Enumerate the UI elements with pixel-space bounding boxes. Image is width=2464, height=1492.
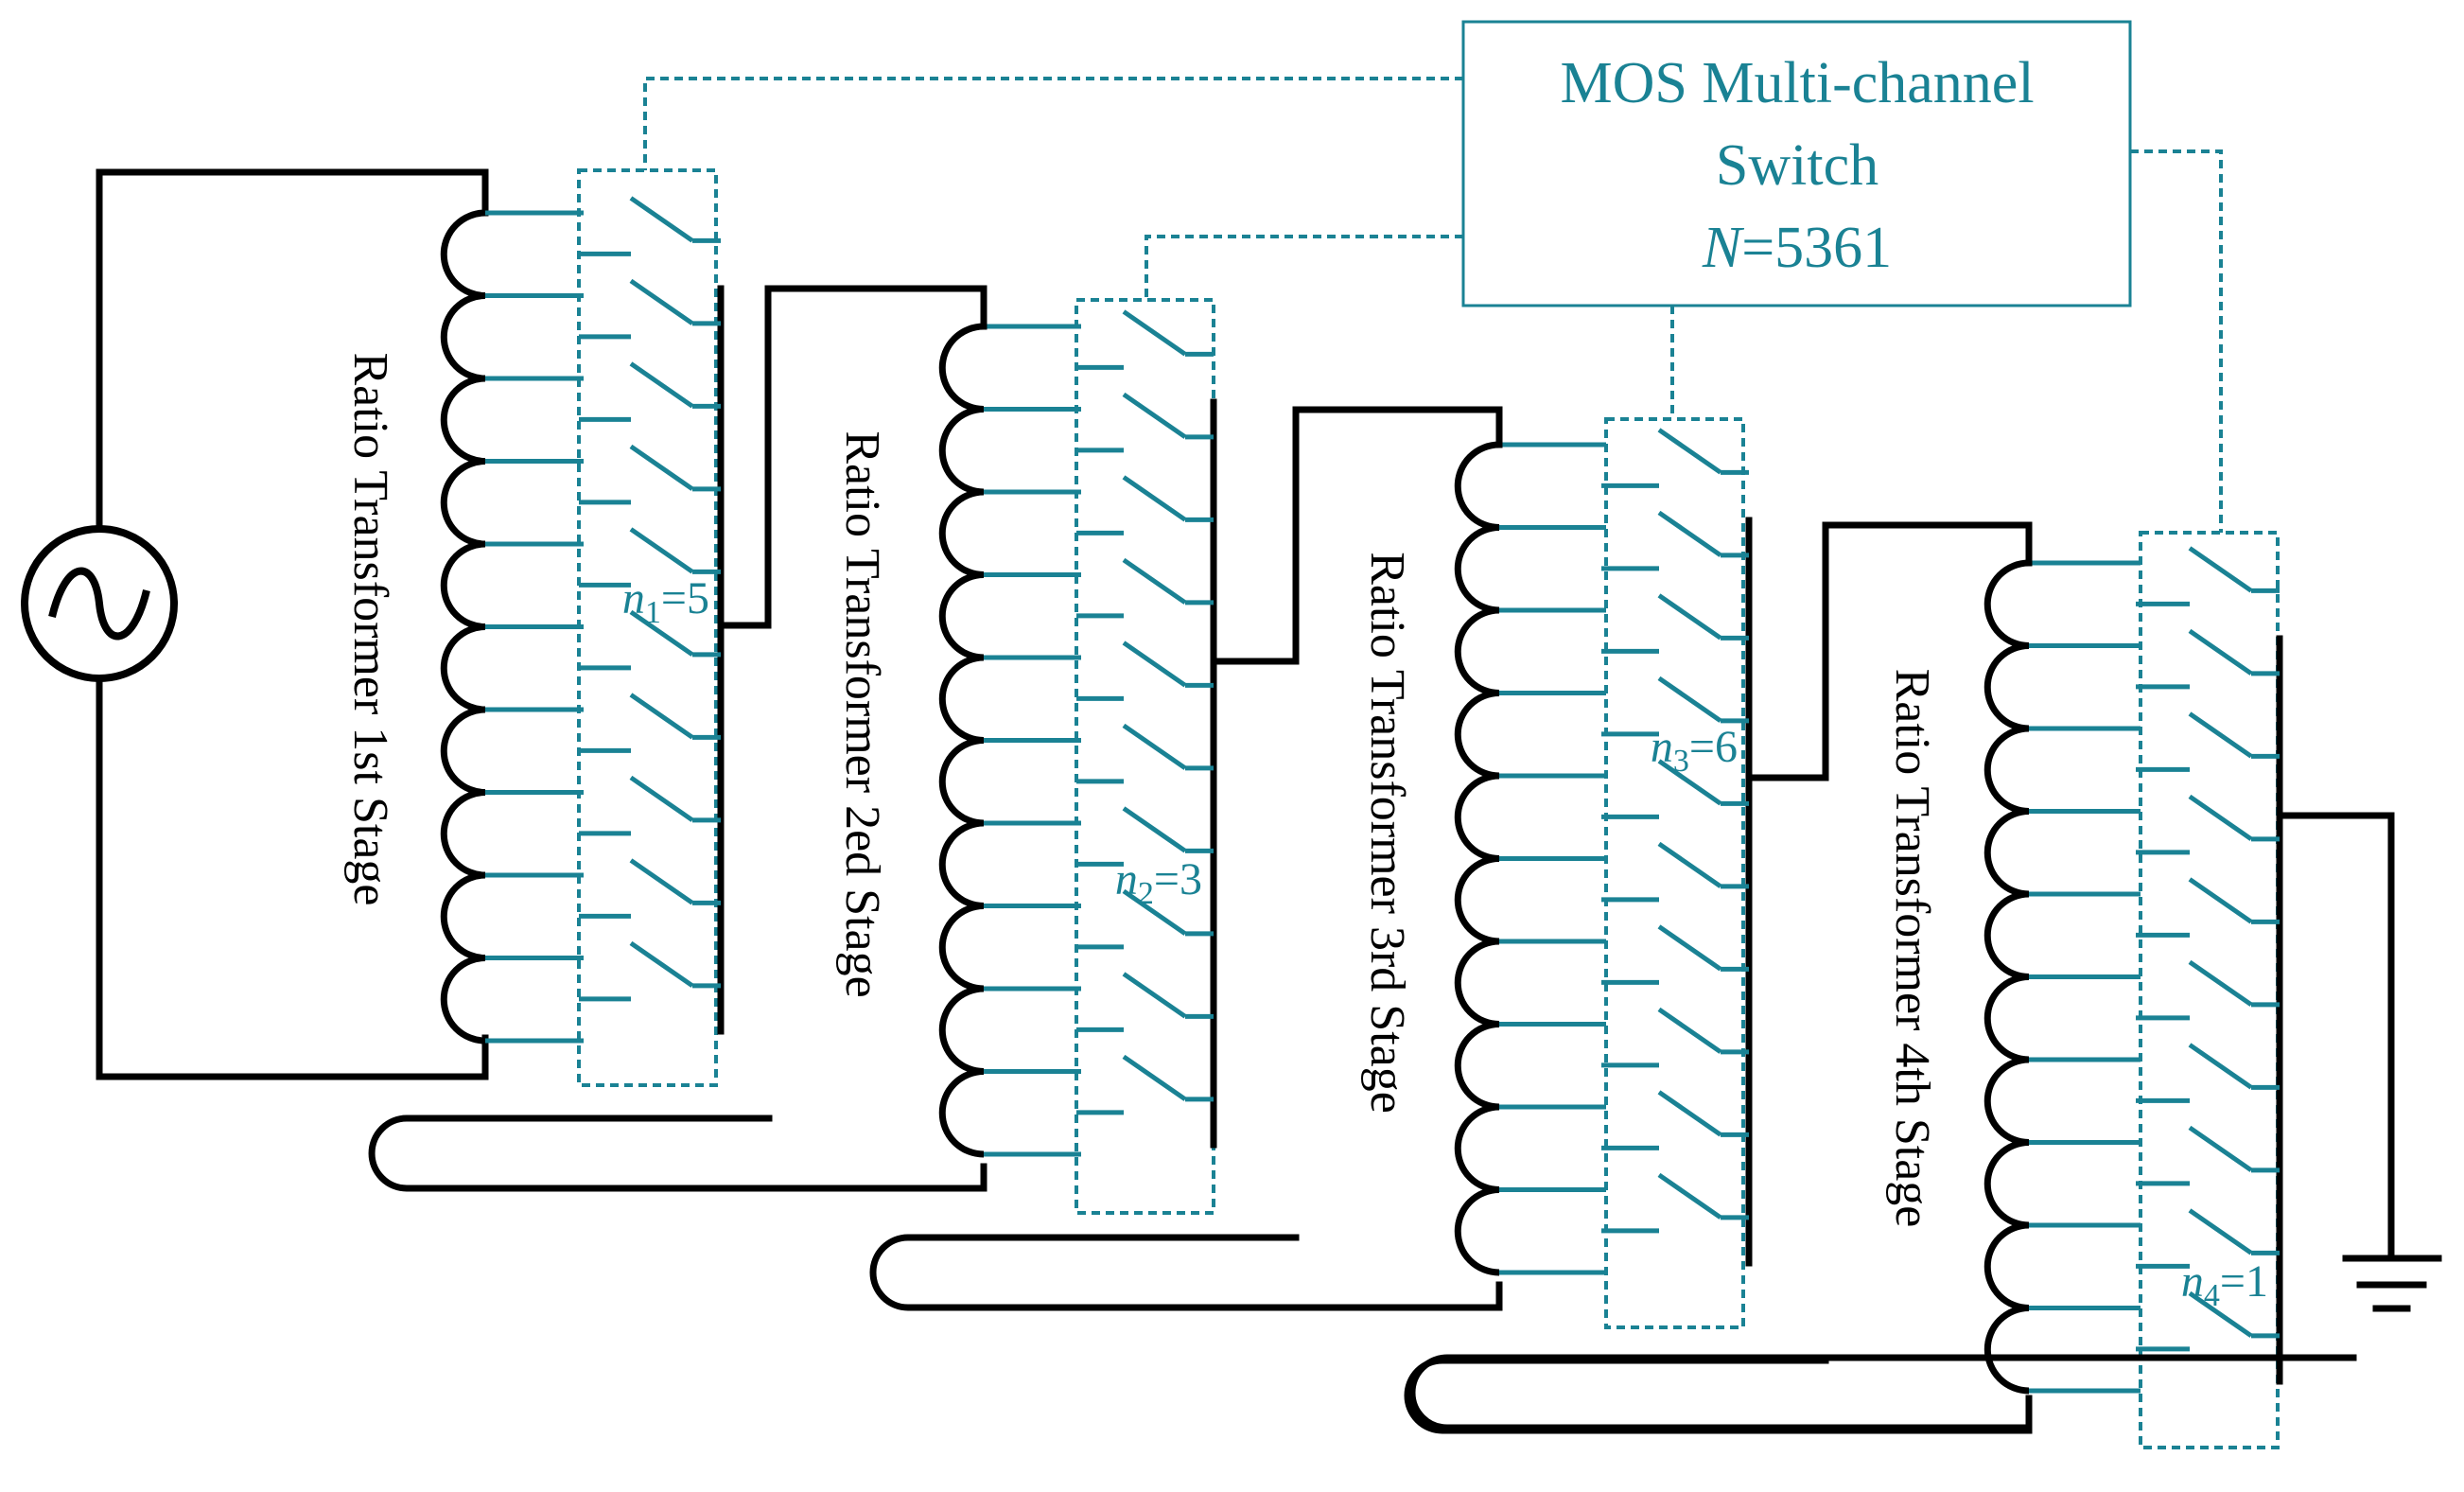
transformer-winding-1: [440, 209, 486, 1044]
switch-blade: [629, 196, 694, 243]
switch-blade: [629, 444, 694, 491]
switch-blade: [629, 527, 694, 574]
stage-label-1: Ratio Transformer 1st Stage: [343, 353, 397, 906]
stage-tap-count-2: n2=3: [1115, 854, 1202, 911]
stage-label-2: Ratio Transformer 2ed Stage: [835, 430, 889, 997]
switch-blade: [629, 609, 694, 657]
switch-blade: [1122, 557, 1187, 605]
stage-3: Ratio Transformer 3rd Stage n3=6: [1360, 417, 1753, 1329]
mos-switch-box: MOS Multi-channel Switch N=5361: [1461, 20, 2132, 307]
stage-tap-count-1: n1=5: [622, 573, 709, 630]
switch-blade: [2188, 794, 2253, 841]
switch-title-line1: MOS Multi-channel: [1560, 51, 2034, 115]
switch-blade: [2188, 1043, 2253, 1090]
switch-blade: [1657, 841, 1722, 888]
stage-label-3: Ratio Transformer 3rd Stage: [1360, 552, 1414, 1114]
switch-blade: [1657, 1172, 1722, 1220]
switch-bank-4: [2139, 531, 2280, 1449]
switch-blade: [1122, 723, 1187, 770]
transformer-winding-3: [1454, 441, 1500, 1276]
switch-blade: [1657, 759, 1722, 806]
stage-tap-count-4: n4=1: [2181, 1256, 2268, 1313]
switch-blade: [2188, 546, 2253, 593]
stage-2: Ratio Transformer 2ed Stage n2=3: [835, 298, 1217, 1215]
switch-blade: [2188, 959, 2253, 1007]
switch-blade: [1122, 309, 1187, 357]
switch-blade: [629, 775, 694, 822]
ac-source-icon: [21, 168, 178, 1080]
source-top-wire: [96, 168, 489, 217]
switch-blade: [629, 693, 694, 740]
switch-blade: [1122, 475, 1187, 522]
switch-total-count: N=5361: [1702, 216, 1892, 280]
switch-blade: [2188, 1208, 2253, 1255]
switch-blade: [1122, 888, 1187, 936]
stage-4: Ratio Transformer 4th Stage n4=1: [1885, 531, 2283, 1449]
switch-blade: [2188, 628, 2253, 676]
switch-blade: [629, 940, 694, 988]
control-lines: [643, 77, 2223, 533]
switch-blade: [2188, 877, 2253, 924]
interstage-wires: [368, 285, 2395, 1434]
switch-title-line2: Switch: [1716, 133, 1879, 198]
switch-blade: [1122, 392, 1187, 439]
stage-1: Ratio Transformer 1st Stage n1=5: [343, 168, 725, 1087]
switch-blade: [2188, 711, 2253, 759]
ground-icon: [2342, 1255, 2442, 1312]
switch-blade: [1657, 593, 1722, 641]
transformer-winding-4: [1983, 559, 2030, 1395]
switch-blade: [1657, 924, 1722, 972]
switch-blade: [1122, 806, 1187, 853]
switch-blade: [2188, 1290, 2253, 1338]
source-bottom-wire: [96, 1034, 489, 1080]
switch-blade: [629, 361, 694, 409]
switch-blade: [2188, 1125, 2253, 1172]
switch-blade: [1657, 510, 1722, 557]
stage-tap-count-3: n3=6: [1651, 722, 1738, 779]
switch-blade: [1657, 676, 1722, 723]
switch-blade: [629, 858, 694, 905]
switch-blade: [1657, 1007, 1722, 1054]
transformer-winding-2: [938, 323, 985, 1158]
switch-blade: [1122, 641, 1187, 688]
switch-bank-3: [1604, 417, 1745, 1329]
switch-blade: [1657, 428, 1722, 475]
stage-label-4: Ratio Transformer 4th Stage: [1885, 669, 1939, 1228]
switch-blade: [1657, 1090, 1722, 1137]
switch-blade: [629, 278, 694, 325]
switch-blade: [1122, 1054, 1187, 1101]
switch-blade: [1122, 972, 1187, 1019]
